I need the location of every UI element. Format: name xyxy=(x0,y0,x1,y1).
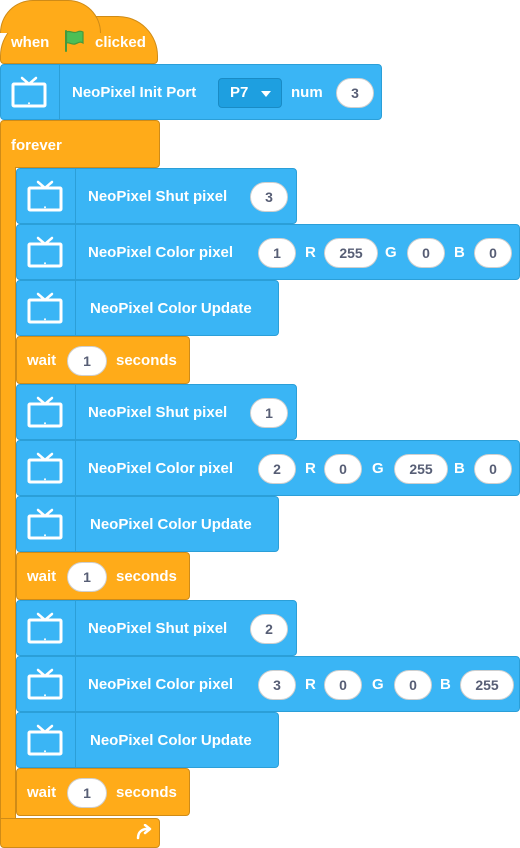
forever-block[interactable]: forever xyxy=(0,120,160,168)
g-label: G xyxy=(372,676,384,693)
shut-label: NeoPixel Shut pixel xyxy=(88,188,228,205)
wait-seconds-input[interactable]: 1 xyxy=(67,346,107,376)
tv-icon xyxy=(11,76,47,108)
tv-icon xyxy=(27,292,63,324)
g-label: G xyxy=(385,244,397,261)
seconds-label: seconds xyxy=(116,352,177,369)
r-input[interactable]: 0 xyxy=(324,670,362,700)
forever-label: forever xyxy=(11,137,62,154)
init-label: NeoPixel Init Port xyxy=(72,84,197,101)
wait-seconds-input[interactable]: 1 xyxy=(67,778,107,808)
num-label: num xyxy=(291,84,323,101)
b-input[interactable]: 0 xyxy=(474,238,512,268)
seconds-label: seconds xyxy=(116,784,177,801)
forever-arm xyxy=(0,167,16,819)
clicked-label: clicked xyxy=(95,34,146,51)
shut-label: NeoPixel Shut pixel xyxy=(88,404,228,421)
shut-pixel-block[interactable]: NeoPixel Shut pixel 2 xyxy=(16,600,297,656)
loop-arrow-icon xyxy=(136,824,152,840)
color-pixel-block[interactable]: NeoPixel Color pixel 3 R 0 G 0 B 255 xyxy=(16,656,520,712)
color-label: NeoPixel Color pixel xyxy=(88,676,234,693)
tv-icon xyxy=(27,668,63,700)
neopixel-init-block[interactable]: NeoPixel Init Port P7 num 3 xyxy=(0,64,382,120)
wait-block[interactable]: wait 1 seconds xyxy=(16,336,190,384)
b-label: B xyxy=(454,244,465,261)
r-label: R xyxy=(305,460,316,477)
g-input[interactable]: 0 xyxy=(394,670,432,700)
g-label: G xyxy=(372,460,384,477)
shut-pixel-input[interactable]: 2 xyxy=(250,614,288,644)
color-pixel-block[interactable]: NeoPixel Color pixel 1 R 255 G 0 B 0 xyxy=(16,224,520,280)
color-update-block[interactable]: NeoPixel Color Update xyxy=(16,496,279,552)
shut-pixel-block[interactable]: NeoPixel Shut pixel 3 xyxy=(16,168,297,224)
b-label: B xyxy=(454,460,465,477)
b-label: B xyxy=(440,676,451,693)
color-pixel-block[interactable]: NeoPixel Color pixel 2 R 0 G 255 B 0 xyxy=(16,440,520,496)
port-dropdown[interactable]: P7 xyxy=(218,78,282,108)
color-label: NeoPixel Color pixel xyxy=(88,460,234,477)
shut-pixel-input[interactable]: 1 xyxy=(250,398,288,428)
color-pixel-input[interactable]: 1 xyxy=(258,238,296,268)
color-pixel-input[interactable]: 2 xyxy=(258,454,296,484)
when-flag-clicked-block[interactable]: when clicked xyxy=(0,0,158,64)
r-input[interactable]: 0 xyxy=(324,454,362,484)
tv-icon xyxy=(27,396,63,428)
port-value: P7 xyxy=(230,84,249,101)
tv-icon xyxy=(27,180,63,212)
caret-down-icon xyxy=(261,91,271,97)
color-update-block[interactable]: NeoPixel Color Update xyxy=(16,280,279,336)
g-input[interactable]: 255 xyxy=(394,454,448,484)
tv-icon xyxy=(27,508,63,540)
tv-icon xyxy=(27,452,63,484)
shut-label: NeoPixel Shut pixel xyxy=(88,620,228,637)
tv-icon xyxy=(27,724,63,756)
update-label: NeoPixel Color Update xyxy=(90,516,252,533)
shut-pixel-block[interactable]: NeoPixel Shut pixel 1 xyxy=(16,384,297,440)
r-label: R xyxy=(305,244,316,261)
color-update-block[interactable]: NeoPixel Color Update xyxy=(16,712,279,768)
shut-pixel-input[interactable]: 3 xyxy=(250,182,288,212)
g-input[interactable]: 0 xyxy=(407,238,445,268)
tv-icon xyxy=(27,236,63,268)
update-label: NeoPixel Color Update xyxy=(90,300,252,317)
r-label: R xyxy=(305,676,316,693)
forever-bottom xyxy=(0,818,160,848)
wait-block[interactable]: wait 1 seconds xyxy=(16,768,190,816)
wait-label: wait xyxy=(27,784,57,801)
wait-label: wait xyxy=(27,568,57,585)
color-label: NeoPixel Color pixel xyxy=(88,244,234,261)
num-input[interactable]: 3 xyxy=(336,78,374,108)
tv-icon xyxy=(27,612,63,644)
when-label: when xyxy=(11,34,50,51)
color-pixel-input[interactable]: 3 xyxy=(258,670,296,700)
r-input[interactable]: 255 xyxy=(324,238,378,268)
seconds-label: seconds xyxy=(116,568,177,585)
update-label: NeoPixel Color Update xyxy=(90,732,252,749)
wait-label: wait xyxy=(27,352,57,369)
green-flag-icon xyxy=(65,30,84,52)
wait-block[interactable]: wait 1 seconds xyxy=(16,552,190,600)
wait-seconds-input[interactable]: 1 xyxy=(67,562,107,592)
b-input[interactable]: 0 xyxy=(474,454,512,484)
b-input[interactable]: 255 xyxy=(460,670,514,700)
